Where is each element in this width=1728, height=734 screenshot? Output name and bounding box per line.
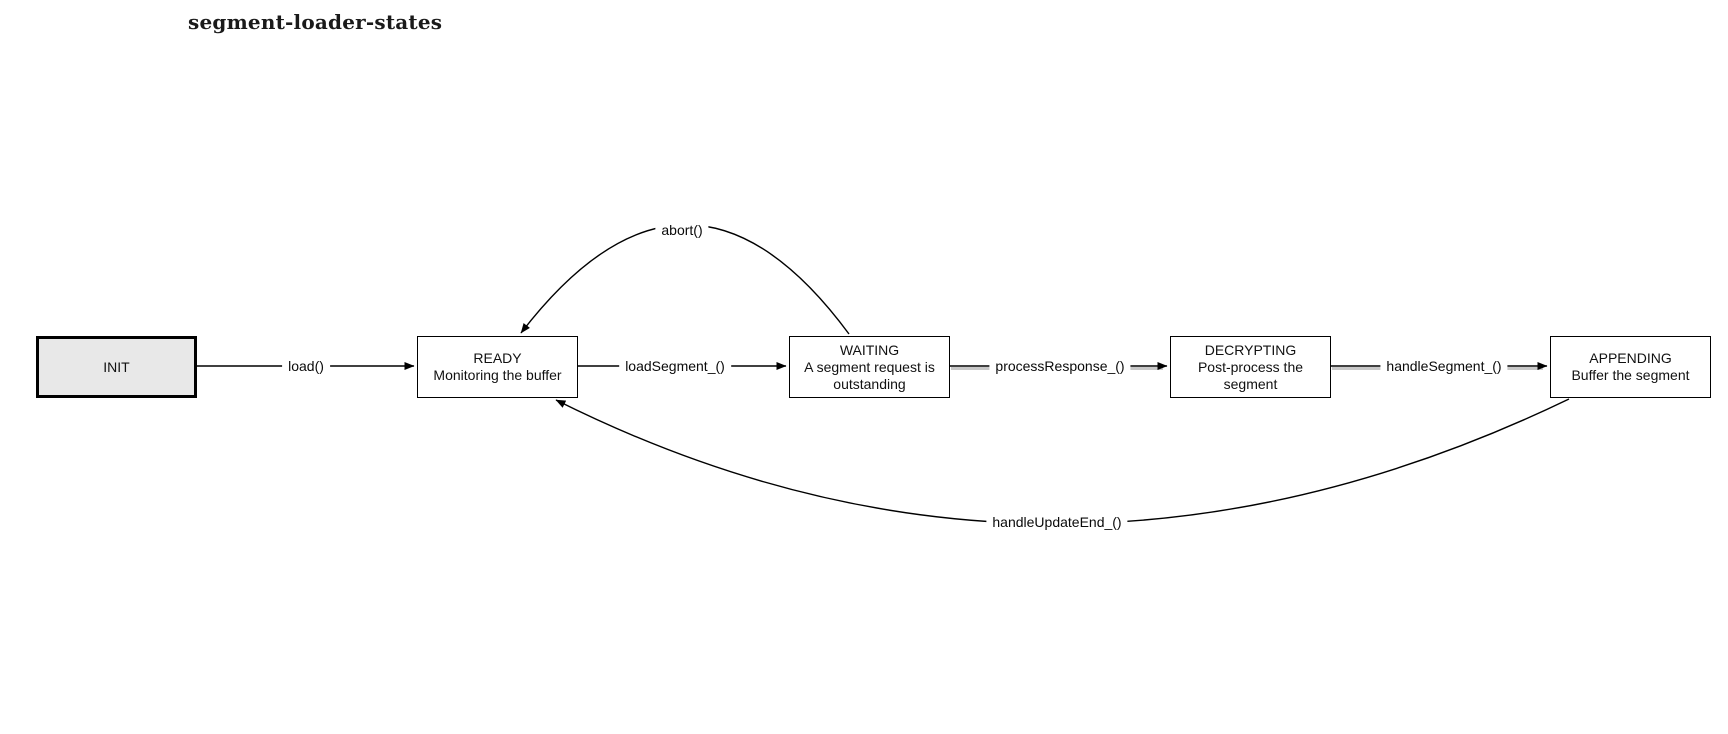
state-box-ready: READY Monitoring the buffer xyxy=(417,336,578,398)
transition-arrow-abort xyxy=(520,224,850,335)
state-box-decrypting: DECRYPTING Post-process the segment xyxy=(1170,336,1331,398)
state-box-init: INIT xyxy=(36,336,197,398)
transition-label-handle-update-end: handleUpdateEnd_() xyxy=(986,514,1128,530)
state-description: Post-process the segment xyxy=(1197,358,1304,392)
transition-label-load-segment: loadSegment_() xyxy=(619,358,731,374)
state-box-waiting: WAITING A segment request is outstanding xyxy=(789,336,950,398)
state-description: Buffer the segment xyxy=(1571,367,1690,383)
transition-label-abort: abort() xyxy=(655,222,709,238)
state-name: APPENDING xyxy=(1589,350,1672,366)
transition-label-load: load() xyxy=(282,358,330,374)
transition-arrow-handle-update-end xyxy=(555,398,1570,525)
state-name: WAITING xyxy=(839,341,900,358)
transition-label-process-response: processResponse_() xyxy=(989,358,1131,374)
state-description: Monitoring the buffer xyxy=(433,367,562,383)
transition-label-handle-segment: handleSegment_() xyxy=(1380,358,1508,374)
diagram-title: segment-loader-states xyxy=(188,10,443,34)
state-name: READY xyxy=(473,350,522,366)
state-name: INIT xyxy=(103,358,130,375)
state-description: A segment request is outstanding xyxy=(804,358,935,392)
state-name: DECRYPTING xyxy=(1204,341,1297,358)
state-box-appending: APPENDING Buffer the segment xyxy=(1550,336,1711,398)
